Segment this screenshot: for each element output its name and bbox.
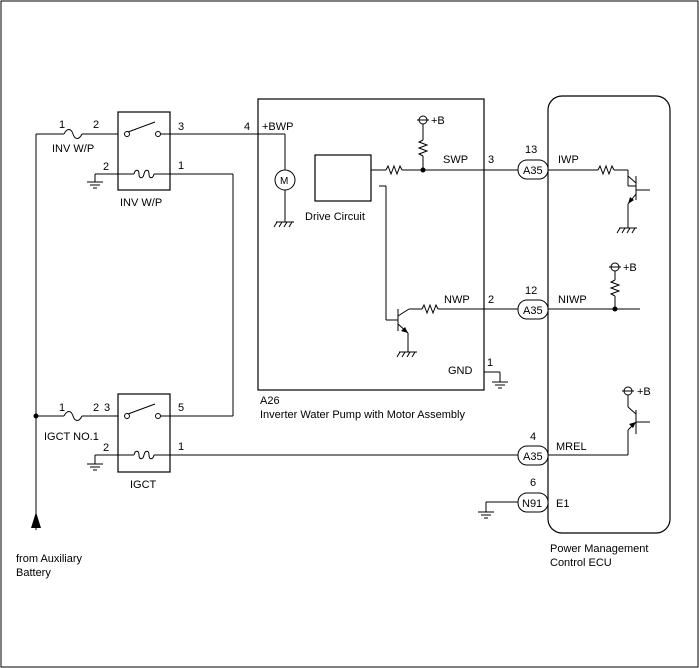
niwp-connector: A35	[523, 305, 543, 317]
nwp-label: NWP	[444, 294, 470, 306]
pump-connector-label: A26	[260, 395, 280, 407]
svg-text:3: 3	[178, 121, 184, 133]
svg-text:12: 12	[525, 285, 537, 297]
svg-text:2: 2	[103, 161, 109, 173]
drive-circuit-label: Drive Circuit	[305, 211, 365, 223]
inv-wp-relay: 1 2 INV W/P 3 2 1 INV W/P	[36, 111, 285, 209]
battery-label-line1: from Auxiliary	[16, 553, 83, 565]
inv-wp-relay-label: INV W/P	[120, 197, 162, 209]
svg-text:3: 3	[104, 402, 110, 414]
ecu: Power Management Control ECU A35 13 IWP …	[477, 95, 671, 569]
svg-text:6: 6	[530, 477, 536, 489]
iwp-connector: A35	[523, 165, 543, 177]
svg-text:4: 4	[244, 121, 250, 133]
igct-fuse-label: IGCT NO.1	[44, 431, 99, 443]
pump-assembly: 4 +BWP M Drive Circuit +B SWP 3	[244, 98, 518, 421]
svg-text:+B: +B	[623, 262, 637, 274]
igct-fuse	[63, 411, 83, 421]
svg-text:2: 2	[488, 294, 494, 306]
e1-connector: N91	[522, 498, 542, 510]
drive-circuit-block	[314, 154, 372, 202]
svg-text:13: 13	[525, 144, 537, 156]
svg-text:1: 1	[59, 402, 65, 414]
igct-relay: 1 2 3 IGCT NO.1 5 2 1 IGCT	[36, 393, 518, 491]
mrel-label: MREL	[556, 441, 587, 453]
svg-text:1: 1	[487, 357, 493, 369]
svg-text:1: 1	[178, 160, 184, 172]
svg-text:+B: +B	[431, 115, 445, 127]
svg-text:M: M	[280, 176, 288, 187]
svg-text:1: 1	[59, 119, 65, 131]
inv-wp-fuse-label: INV W/P	[52, 143, 94, 155]
svg-text:1: 1	[178, 441, 184, 453]
bwp-label: +BWP	[262, 121, 293, 133]
svg-text:5: 5	[178, 402, 184, 414]
igct-relay-label: IGCT	[130, 479, 157, 491]
svg-text:2: 2	[93, 402, 99, 414]
swp-label: SWP	[443, 154, 468, 166]
battery-feed: from Auxiliary Battery	[16, 134, 83, 579]
mrel-connector: A35	[523, 451, 543, 463]
inv-wp-fuse	[63, 129, 83, 139]
svg-text:+B: +B	[637, 386, 651, 398]
niwp-label: NIWP	[558, 294, 587, 306]
svg-text:2: 2	[103, 442, 109, 454]
svg-text:3: 3	[488, 154, 494, 166]
ecu-name-line1: Power Management	[550, 543, 648, 555]
svg-text:2: 2	[93, 119, 99, 131]
ecu-name-line2: Control ECU	[550, 557, 612, 569]
igct-coil	[133, 450, 155, 460]
e1-label: E1	[556, 498, 569, 510]
iwp-label: IWP	[558, 154, 579, 166]
gnd-label: GND	[448, 365, 473, 377]
pump-name-label: Inverter Water Pump with Motor Assembly	[260, 409, 465, 421]
inv-wp-coil	[133, 169, 155, 179]
svg-text:4: 4	[530, 431, 536, 443]
battery-label-line2: Battery	[16, 567, 51, 579]
